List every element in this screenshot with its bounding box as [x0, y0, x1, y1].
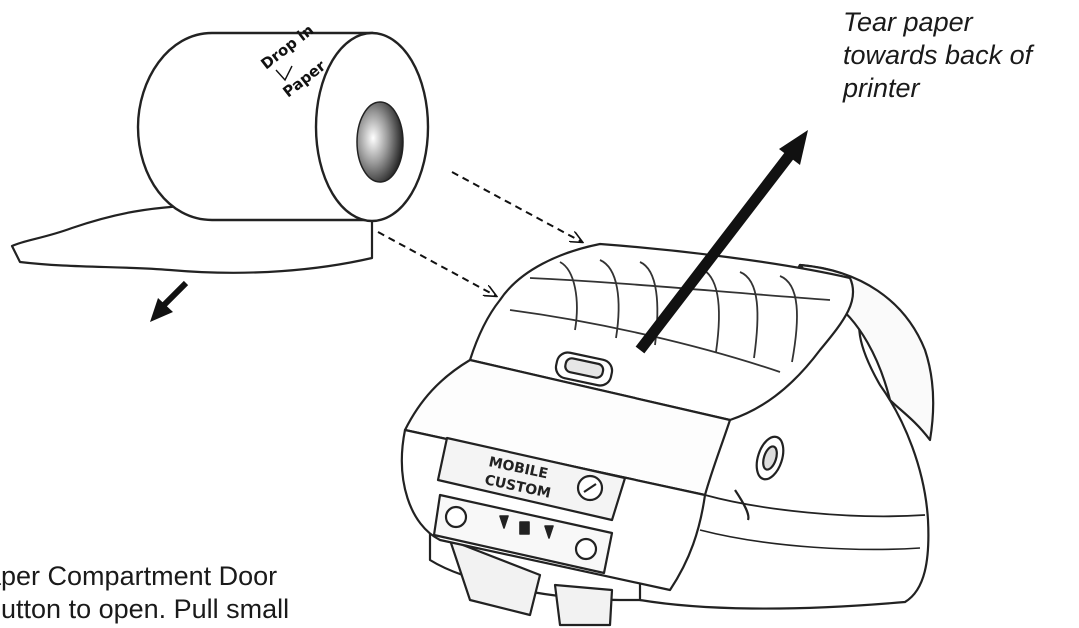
- insert-arrow-lower: [377, 231, 496, 296]
- lid-release-button[interactable]: [554, 350, 614, 387]
- printer: MOBILE CUSTOM: [400, 242, 935, 627]
- tear-callout-line3: printer: [843, 73, 920, 103]
- brand-plate: MOBILE CUSTOM: [436, 436, 627, 522]
- control-panel: [432, 493, 614, 575]
- side-port-icon: [734, 435, 785, 521]
- right-button-icon[interactable]: [574, 537, 598, 561]
- paper-roll: Drop in Paper: [10, 21, 430, 322]
- tear-callout-line2: towards back of: [843, 40, 1033, 70]
- tear-paper-callout: Tear paper towards back of printer: [843, 6, 1073, 105]
- pull-arrow: [150, 280, 189, 322]
- roll-core: [356, 101, 404, 183]
- door-instruction-line1: aper Compartment Door: [0, 561, 278, 591]
- status-indicator-icons: [499, 515, 554, 539]
- door-instruction-line2: button to open. Pull small: [0, 594, 290, 624]
- printer-rear-hump: [798, 263, 935, 442]
- insertion-arrows: [377, 171, 582, 296]
- left-button-icon[interactable]: [444, 505, 468, 529]
- insert-arrow-upper: [451, 171, 582, 242]
- door-instruction-text: aper Compartment Door button to open. Pu…: [0, 560, 386, 626]
- tear-callout-line1: Tear paper: [843, 7, 973, 37]
- tear-direction-arrow: [635, 130, 808, 354]
